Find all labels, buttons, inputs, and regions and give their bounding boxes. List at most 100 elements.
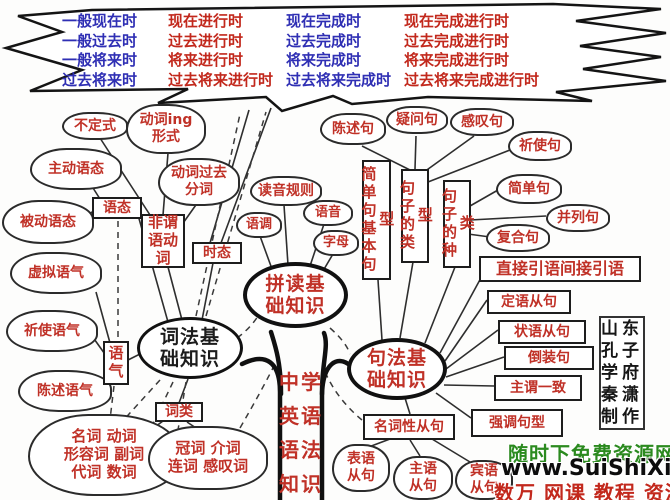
- banner-burst-shape: [1, 2, 667, 113]
- tense-label: 将来完成时: [286, 51, 362, 70]
- box-nonfinite-verb: 非谓 语动 词: [141, 214, 185, 268]
- tense-label: 一般现在时: [62, 12, 138, 31]
- box-label: 句子的种类: [440, 188, 476, 260]
- cloud-intonation: 语调: [236, 212, 282, 238]
- cloud-label: 语音: [314, 205, 341, 221]
- box-label: 时态: [203, 244, 231, 261]
- cloud-imperative-sentence: 祈使句: [508, 131, 572, 161]
- watermark-tagline: 数万 网课 教程 资源: [494, 481, 670, 500]
- cloud-label: 感叹句: [461, 113, 503, 130]
- cloud-label: 从句: [409, 478, 437, 494]
- trunk-title-line: 英语: [279, 404, 323, 428]
- box-label: 名词性从句: [374, 418, 444, 435]
- hub-label: 础知识: [366, 369, 427, 391]
- box-label: 句子的类型: [398, 180, 434, 252]
- hub-label: 词法基: [159, 325, 220, 348]
- tense-label: 一般过去时: [62, 31, 138, 50]
- tense-label: 一般将来时: [62, 51, 138, 70]
- box-label: 语动: [147, 231, 178, 250]
- tense-label: 现在进行时: [168, 12, 244, 31]
- cloud-label: 名词 动词: [71, 427, 137, 446]
- cloud-subjunctive-mood: 虚拟语气: [10, 252, 102, 294]
- hub-label: 句法基: [366, 346, 427, 369]
- cloud-subject-clause: 主语 从句: [393, 456, 453, 500]
- tense-label: 过去完成时: [286, 31, 362, 50]
- hub-label: 础知识: [159, 348, 220, 370]
- tense-label: 过去将来完成时: [286, 70, 392, 89]
- cloud-label: 疑问句: [396, 111, 438, 128]
- attribution-box: 山东 孔子 学府 秦潇 制作: [599, 316, 645, 430]
- cloud-label: 并列句: [557, 209, 599, 226]
- cloud-label: 复合句: [497, 229, 539, 246]
- cloud-label: 虚拟语气: [28, 264, 84, 281]
- cloud-label: 简单句: [508, 180, 550, 197]
- cloud-label: 主语: [409, 461, 437, 478]
- cloud-declarative: 陈述句: [320, 113, 386, 145]
- box-inversion: 倒装句: [504, 346, 594, 370]
- cloud-label: 读音规则: [258, 182, 314, 199]
- tense-label: 过去将来完成进行时: [404, 70, 540, 89]
- hub-morphology-basics: 词法基 础知识: [137, 317, 243, 379]
- box-label: 非谓: [147, 213, 178, 232]
- cloud-label: 主动语态: [48, 160, 104, 177]
- cloud-label: 陈述语气: [37, 382, 93, 399]
- cloud-imperative-mood: 祈使语气: [6, 310, 98, 352]
- cloud-label: 形容词 副词: [63, 445, 145, 464]
- cloud-label: 宾语: [470, 463, 498, 480]
- box-label: 倒装句: [528, 349, 570, 366]
- box-emphasis-pattern: 强调句型: [471, 409, 563, 437]
- cloud-infinitive: 不定式: [62, 112, 128, 140]
- cloud-label: 祈使句: [519, 137, 561, 154]
- cloud-compound-sentence: 并列句: [546, 204, 610, 232]
- hub-label: 拼读基: [265, 272, 326, 295]
- cloud-label: 被动语态: [20, 213, 76, 230]
- cloud-exclamatory: 感叹句: [450, 108, 514, 136]
- cloud-label: 祈使语气: [24, 322, 80, 339]
- cloud-label: 动词ing: [139, 112, 193, 129]
- trunk-title: 中学 英语 语法 知识 体系: [277, 366, 325, 500]
- cloud-label: 陈述句: [332, 120, 374, 137]
- cloud-label: 不定式: [74, 117, 116, 134]
- cloud-label: 字母: [322, 235, 349, 251]
- box-attributive-clause: 定语从句: [487, 290, 571, 314]
- tense-label: 将来完成进行时: [404, 51, 510, 70]
- cloud-object-clause: 宾语 从句: [455, 460, 513, 500]
- trunk-title-line: 语法: [279, 438, 323, 462]
- box-label: 气: [108, 362, 124, 380]
- cloud-label: 动词过去: [171, 165, 227, 182]
- cloud-label: 形式: [152, 129, 180, 145]
- box-label: 语态: [103, 199, 131, 216]
- trunk-title-line: 知识: [279, 472, 323, 496]
- box-direct-indirect-speech: 直接引语间接引语: [479, 256, 641, 282]
- cloud-past-participle: 动词过去 分词: [158, 158, 240, 206]
- tense-label: 将来进行时: [168, 51, 244, 70]
- cloud-active-voice: 主动语态: [30, 148, 122, 190]
- box-label: 强调句型: [489, 414, 545, 431]
- cloud-label: 从句: [470, 480, 498, 496]
- box-subject-verb-agreement: 主谓一致: [494, 375, 582, 401]
- tense-label: 现在完成进行时: [404, 12, 510, 31]
- box-label: 词类: [165, 403, 193, 420]
- cloud-complex-sentence: 复合句: [486, 224, 550, 252]
- hub-syntax-basics: 句法基 础知识: [347, 338, 447, 400]
- cloud-label: 分词: [185, 182, 213, 198]
- tense-label: 现在完成时: [286, 12, 362, 31]
- watermark-site-url: www.SuiShiXia.com: [501, 456, 670, 481]
- trunk-title-line: 中学: [279, 370, 323, 394]
- cloud-indicative-mood: 陈述语气: [18, 370, 112, 412]
- cloud-predicative-clause: 表语 从句: [332, 444, 390, 492]
- box-label: 状语从句: [514, 323, 570, 340]
- box-label: 直接引语间接引语: [495, 258, 624, 278]
- cloud-label: 语调: [245, 217, 272, 233]
- box-tense: 时态: [192, 242, 242, 264]
- tense-banner: 一般现在时 现在进行时 现在完成时 现在完成进行时 一般过去时 过去进行时 过去…: [62, 11, 574, 89]
- box-label: 主谓一致: [510, 379, 566, 396]
- box-noun-clauses: 名词性从句: [363, 414, 455, 440]
- cloud-label: 表语: [347, 451, 375, 468]
- attribution-line: 学府: [601, 362, 643, 383]
- box-adverbial-clause: 状语从句: [498, 320, 586, 344]
- box-label: 定语从句: [501, 293, 557, 310]
- cloud-interrogative: 疑问句: [386, 106, 448, 134]
- cloud-parts-of-speech-more: 冠词 介词 连词 感叹词: [148, 426, 268, 490]
